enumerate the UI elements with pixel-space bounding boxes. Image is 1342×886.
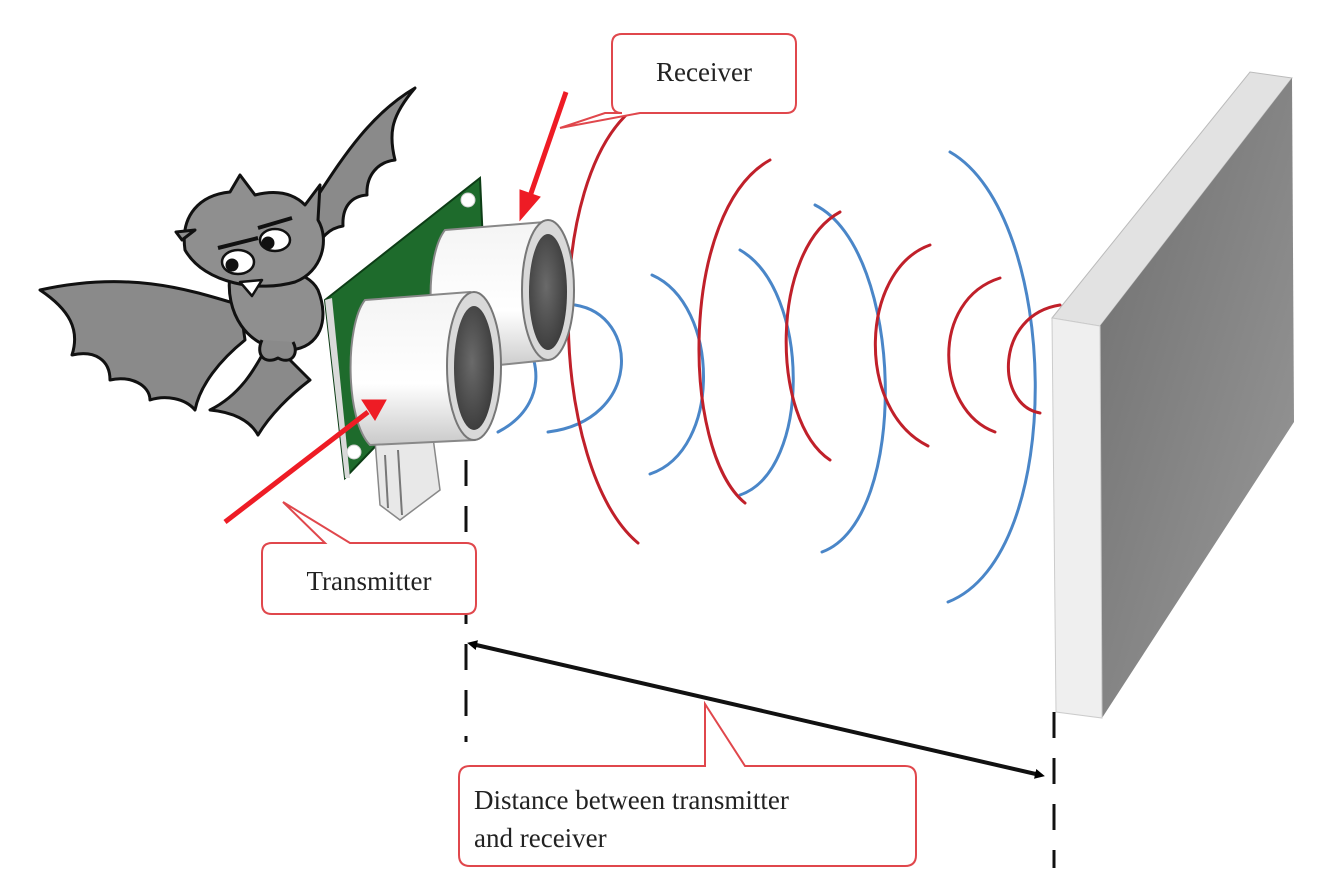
transmitter-mesh [454,306,494,430]
bat-ear-left [174,228,197,242]
transmitter-pointer-arrow [223,410,370,524]
distance-callout-box [458,700,917,867]
receiver-label: Receiver [656,57,752,87]
wall-side-face [1100,78,1294,718]
wall-front-face [1051,317,1103,719]
board-hole-1 [460,192,476,208]
sensor-pin-2 [397,449,403,516]
bat-brow [217,216,293,250]
transmitter-label: Transmitter [306,566,431,596]
bat-head [182,173,325,288]
distance-label-line2: and receiver [474,823,607,853]
wave-blue-3 [648,273,705,476]
receiver-mesh [529,234,567,350]
distance-label-line1: Distance between transmitter [474,785,789,815]
bat-icon [38,86,417,437]
sensor-pin-1 [384,454,389,509]
bat-pupil-left [225,258,239,272]
distance-arrow [467,640,1045,779]
wave-blue-4 [738,248,795,497]
bat-mouth [238,278,264,298]
wave-red-5 [947,276,1002,434]
bat-left-wing [38,280,247,412]
wall-icon [1051,71,1294,719]
receiver-callout-box [559,33,797,129]
transmitter-callout-box [261,501,477,615]
pointer-arrows [223,91,569,524]
ultrasonic-sensor-icon [323,176,575,521]
transmitter-pointer-head [361,399,387,421]
transmitter-transducer [349,290,502,447]
echo-waves-red [566,103,1062,545]
wave-red-6 [1006,303,1062,415]
wave-red-3 [784,210,842,462]
wave-blue-6 [946,150,1037,604]
transmitter-callout: Transmitter [261,501,477,615]
receiver-pointer-head [519,189,541,222]
bat-pupil-right [261,236,275,250]
bat-feet [258,339,297,362]
wave-red-4 [873,243,932,448]
bat-lower-wing [208,338,312,437]
emitted-waves-blue [496,150,1037,604]
bat-right-wing [298,86,417,254]
wave-red-1 [566,103,640,545]
receiver-callout: Receiver [559,33,797,129]
board-hole-2 [346,444,362,460]
distance-callout: Distance between transmitter and receive… [458,700,917,867]
wave-blue-5 [813,203,887,554]
wave-red-2 [697,158,772,505]
sound-waves [496,103,1062,604]
receiver-pointer-arrow [525,91,569,203]
